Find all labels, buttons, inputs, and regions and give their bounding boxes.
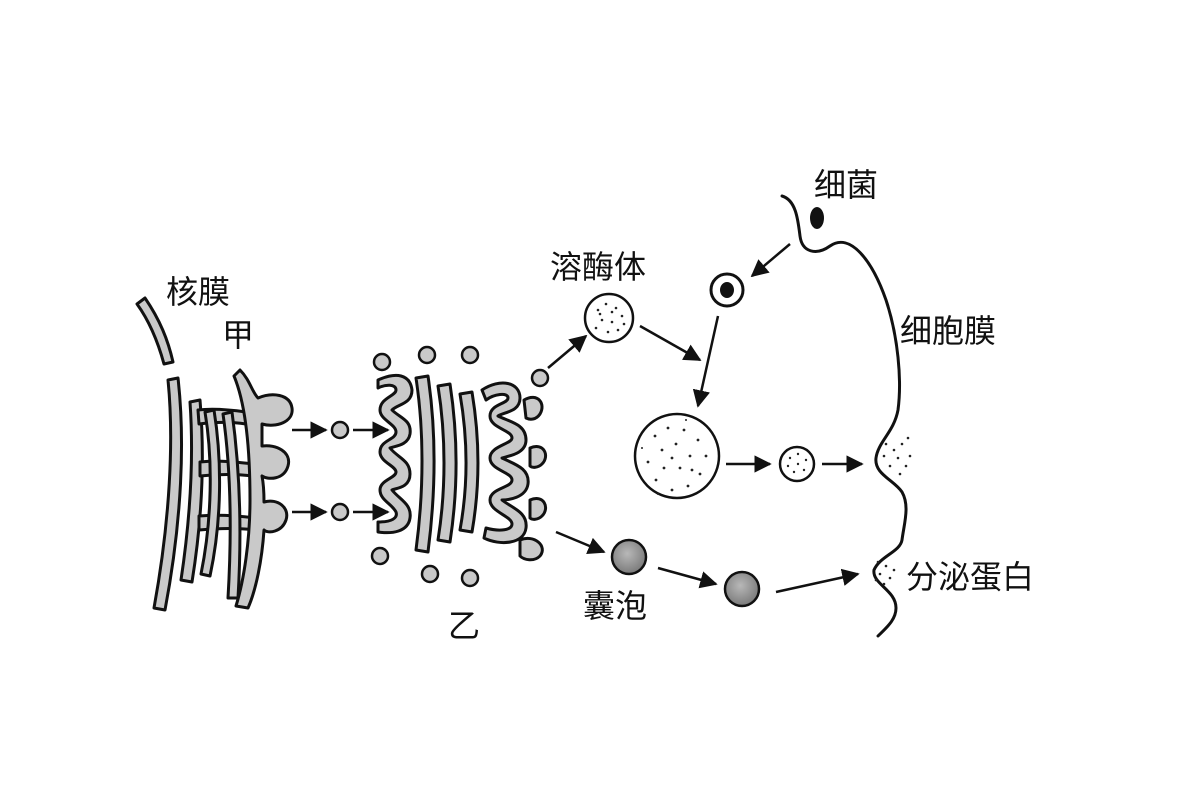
nuclear-membrane bbox=[135, 296, 184, 612]
transport-vesicle bbox=[330, 420, 350, 440]
phagolysosome bbox=[633, 412, 864, 500]
endoplasmic-reticulum bbox=[179, 368, 294, 610]
lysosome bbox=[583, 292, 635, 344]
phagolysosome-specks bbox=[641, 419, 708, 495]
label-vesicle: 囊泡 bbox=[583, 587, 647, 625]
vesicle-1 bbox=[610, 538, 648, 576]
label-cell-membrane: 细胞膜 bbox=[900, 312, 996, 350]
transport-arrows-er-golgi bbox=[292, 420, 390, 522]
exocytosis-specks-bottom bbox=[874, 560, 896, 586]
bacterium bbox=[810, 207, 824, 229]
residual-body-specks bbox=[786, 452, 808, 474]
label-organelle-a: 甲 bbox=[222, 316, 254, 354]
label-nuclear-membrane: 核膜 bbox=[166, 273, 230, 311]
engulfed-bacterium bbox=[720, 282, 734, 298]
bacteria-engulfment bbox=[639, 207, 824, 408]
secretory-vesicles bbox=[610, 538, 860, 608]
vesicle-2 bbox=[723, 570, 761, 608]
exocytosis-specks-top bbox=[882, 436, 912, 476]
transport-vesicle bbox=[330, 502, 350, 522]
label-organelle-b: 乙 bbox=[448, 607, 480, 645]
label-bacteria: 细菌 bbox=[814, 166, 878, 204]
label-lysosome: 溶酶体 bbox=[550, 248, 646, 286]
label-secreted-protein: 分泌蛋白 bbox=[906, 558, 1034, 596]
cell-membrane bbox=[780, 194, 912, 638]
golgi-output-arrows bbox=[547, 334, 606, 555]
lysosome-specks bbox=[594, 302, 626, 334]
golgi-apparatus bbox=[370, 345, 550, 588]
